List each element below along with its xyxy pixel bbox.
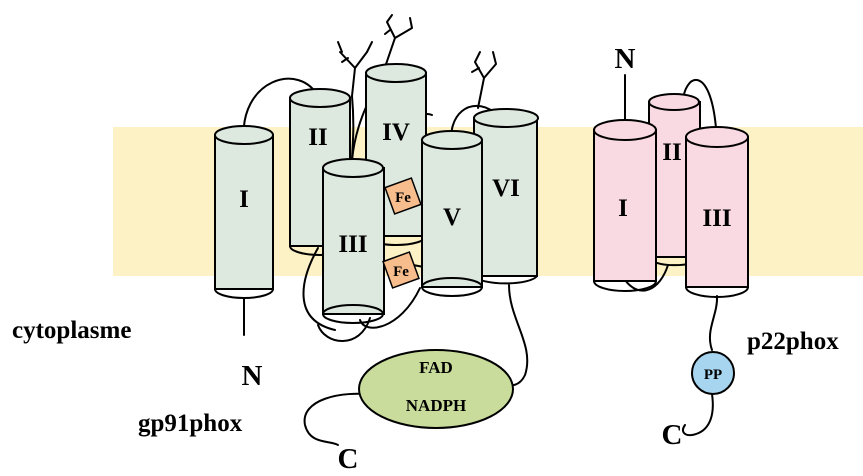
gp91-c-tail-lower — [303, 392, 377, 446]
gp91-n-terminus: N — [242, 360, 263, 392]
p22-c-tail-upper — [708, 295, 719, 351]
helix-label: IV — [382, 119, 410, 146]
p22-helix-I: I — [593, 119, 657, 292]
helix-label: III — [702, 205, 731, 232]
fad-label: FAD — [419, 358, 453, 377]
gp91-c-terminus: C — [338, 443, 359, 471]
helix-label: II — [308, 124, 327, 151]
svg-text:Fe: Fe — [395, 190, 411, 206]
fad-nadph-domain: FAD NADPH — [358, 349, 514, 429]
helix-label: I — [618, 195, 628, 222]
nadph-label: NADPH — [406, 396, 466, 415]
gp91-helix-III: III — [322, 158, 385, 324]
p22-c-tail-lower — [682, 393, 714, 437]
helix-label: V — [443, 204, 461, 231]
p22-n-terminus: N — [615, 43, 636, 75]
gp91-helix-I: I — [214, 125, 274, 299]
cytoplasme-label: cytoplasme — [12, 317, 131, 344]
helix-label: III — [338, 231, 367, 258]
phospho-site: PP — [691, 351, 735, 395]
p22phox-label: p22phox — [747, 328, 839, 355]
helix-label: II — [662, 139, 681, 166]
p22-c-terminus: C — [662, 419, 683, 451]
svg-text:Fe: Fe — [393, 264, 409, 280]
gp91-helix-V: V — [421, 130, 483, 297]
heme-fe-lower: Fe — [382, 251, 420, 289]
p22-helix-III: III — [685, 126, 749, 298]
heme-fe-upper: Fe — [384, 177, 422, 215]
gp91-helix-VI: VI — [473, 108, 539, 285]
pp-label: PP — [704, 367, 722, 383]
gp91phox-label: gp91phox — [138, 410, 243, 437]
glycosylation-trees — [337, 14, 497, 109]
helix-label: VI — [492, 175, 520, 202]
helix-label: I — [239, 186, 249, 213]
